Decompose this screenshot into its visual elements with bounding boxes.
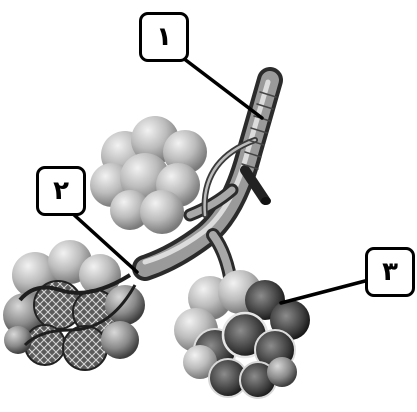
label-3-text: ٣ xyxy=(382,257,398,287)
alveolar-sac-right-sectioned xyxy=(174,270,310,398)
leader-line-3 xyxy=(281,281,365,303)
leader-line-1 xyxy=(183,58,262,118)
label-box-3: ٣ xyxy=(365,247,415,297)
label-box-1: ١ xyxy=(139,12,189,62)
label-box-2: ٢ xyxy=(36,166,86,216)
label-2-text: ٢ xyxy=(53,176,69,206)
label-1-text: ١ xyxy=(156,22,172,52)
